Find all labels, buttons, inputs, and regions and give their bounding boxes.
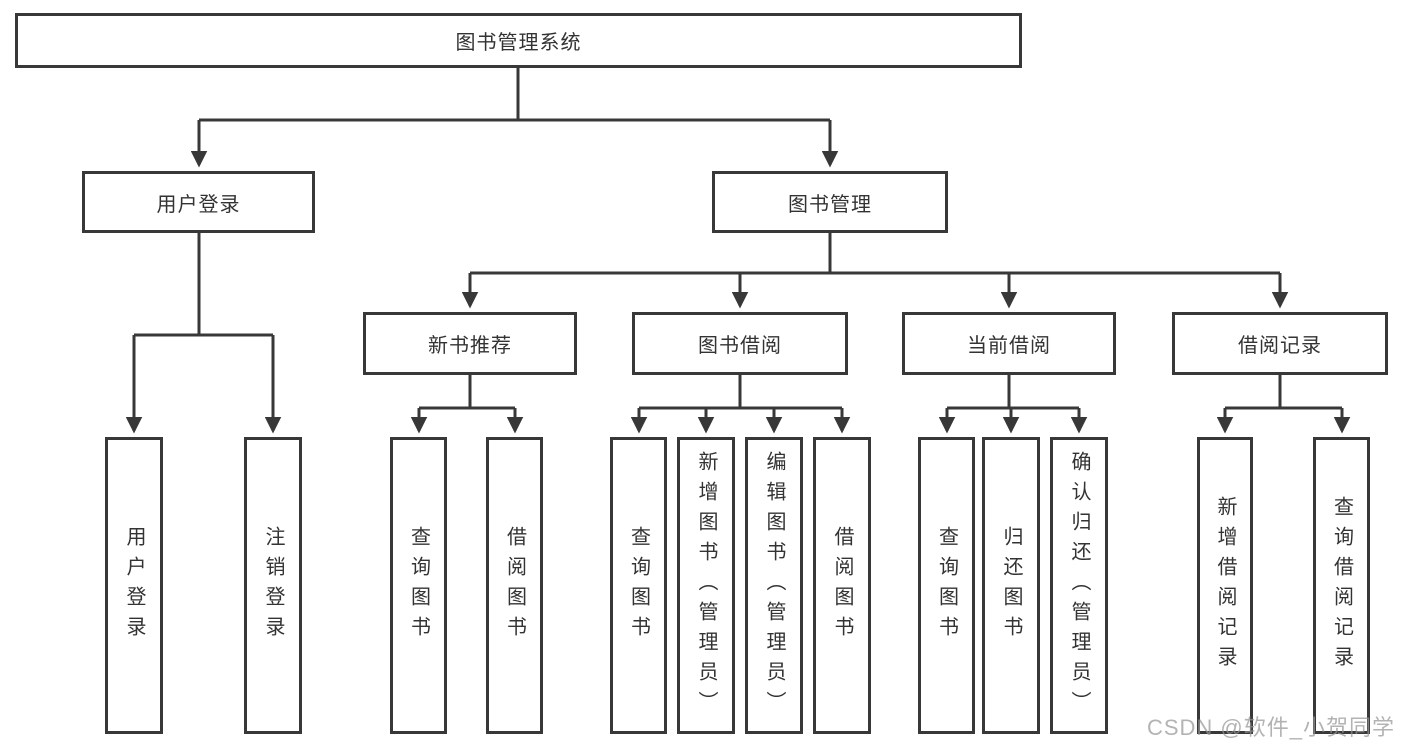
node-label: 图书借阅 bbox=[698, 335, 782, 357]
node-label: 编辑图书（管理员） bbox=[763, 450, 785, 721]
node-new-book-recommendation: 新书推荐 bbox=[363, 312, 577, 375]
node-label: 确认归还（管理员） bbox=[1068, 450, 1090, 721]
node-book-management: 图书管理 bbox=[712, 171, 948, 233]
node-label: 图书管理系统 bbox=[455, 32, 582, 54]
leaf-add-books-admin: 新增图书（管理员） bbox=[677, 437, 735, 734]
node-user-login: 用户登录 bbox=[82, 171, 315, 233]
leaf-edit-books-admin: 编辑图书（管理员） bbox=[745, 437, 803, 734]
leaf-query-books-current: 查询图书 bbox=[918, 437, 975, 734]
node-label: 用户登录 bbox=[123, 525, 145, 646]
node-label: 当前借阅 bbox=[967, 335, 1051, 357]
node-label: 查询图书 bbox=[935, 525, 958, 646]
node-borrowing-records: 借阅记录 bbox=[1172, 312, 1388, 375]
node-label: 注销登录 bbox=[262, 525, 284, 646]
leaf-query-books-recommendation: 查询图书 bbox=[390, 437, 447, 734]
leaf-confirm-return-admin: 确认归还（管理员） bbox=[1050, 437, 1108, 734]
node-label: 新书推荐 bbox=[428, 335, 512, 357]
node-library-management-system: 图书管理系统 bbox=[15, 13, 1022, 68]
node-label: 图书管理 bbox=[788, 193, 872, 216]
leaf-query-borrowing-record: 查询借阅记录 bbox=[1313, 437, 1370, 734]
node-label: 新增图书（管理员） bbox=[695, 450, 717, 721]
node-book-borrowing: 图书借阅 bbox=[632, 312, 848, 375]
node-label: 查询图书 bbox=[627, 525, 650, 646]
node-label: 查询借阅记录 bbox=[1330, 495, 1353, 676]
node-label: 查询图书 bbox=[407, 525, 430, 646]
leaf-borrow-books-recommendation: 借阅图书 bbox=[486, 437, 543, 734]
leaf-logout: 注销登录 bbox=[244, 437, 302, 734]
node-label: 借阅图书 bbox=[503, 525, 526, 646]
node-label: 用户登录 bbox=[156, 193, 241, 216]
leaf-add-borrowing-record: 新增借阅记录 bbox=[1197, 437, 1253, 734]
node-label: 借阅图书 bbox=[831, 525, 853, 646]
node-current-borrowing: 当前借阅 bbox=[902, 312, 1116, 375]
leaf-query-books-borrowing: 查询图书 bbox=[610, 437, 667, 734]
leaf-return-books: 归还图书 bbox=[982, 437, 1040, 734]
leaf-user-login: 用户登录 bbox=[105, 437, 163, 734]
node-label: 新增借阅记录 bbox=[1214, 495, 1236, 676]
node-label: 归还图书 bbox=[1000, 525, 1022, 646]
node-label: 借阅记录 bbox=[1238, 335, 1322, 357]
leaf-borrow-books: 借阅图书 bbox=[813, 437, 871, 734]
